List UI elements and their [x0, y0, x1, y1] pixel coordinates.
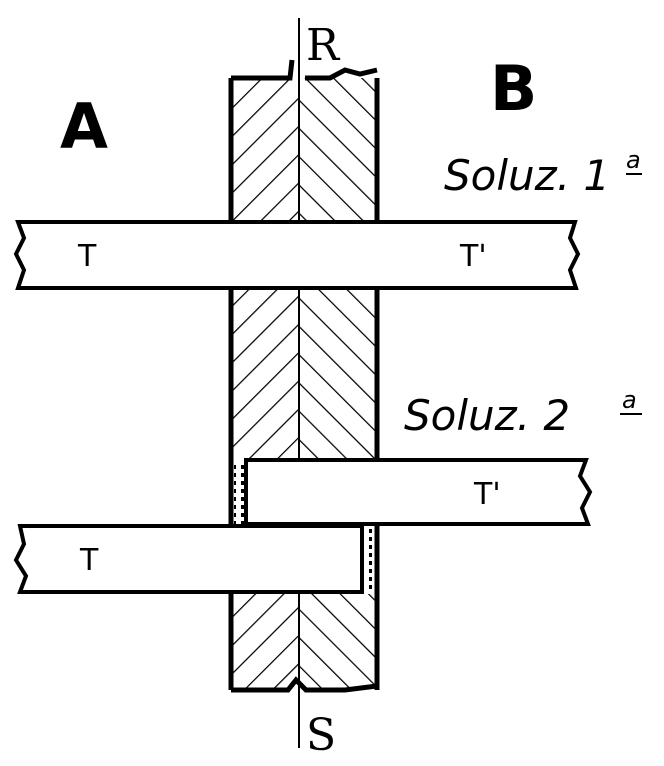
solution-2-superscript: a: [622, 386, 637, 414]
side-label-b: B: [490, 52, 537, 125]
solution-2-beam-lower: T: [13, 524, 364, 594]
beam-label-t-2: T: [79, 543, 99, 578]
solution-1-superscript: a: [626, 146, 641, 174]
wall-section: [228, 59, 380, 693]
beam-label-t-prime-2: T': [473, 477, 501, 512]
solution-2-text: Soluz. 2: [404, 391, 570, 440]
side-label-a: A: [60, 90, 108, 163]
beam-label-t-prime-1: T': [459, 239, 487, 274]
solution-2-label: Soluz. 2 a: [404, 386, 642, 440]
solution-1-label: Soluz. 1 a: [444, 146, 642, 200]
solution-1-text: Soluz. 1: [444, 151, 610, 200]
solution-2-beam-upper: T': [244, 458, 593, 526]
beam-label-t-1: T: [77, 239, 97, 274]
solution-1-beam: T T': [13, 220, 581, 290]
axis-label-s: S: [306, 710, 336, 761]
axis-label-r: R: [306, 20, 341, 71]
